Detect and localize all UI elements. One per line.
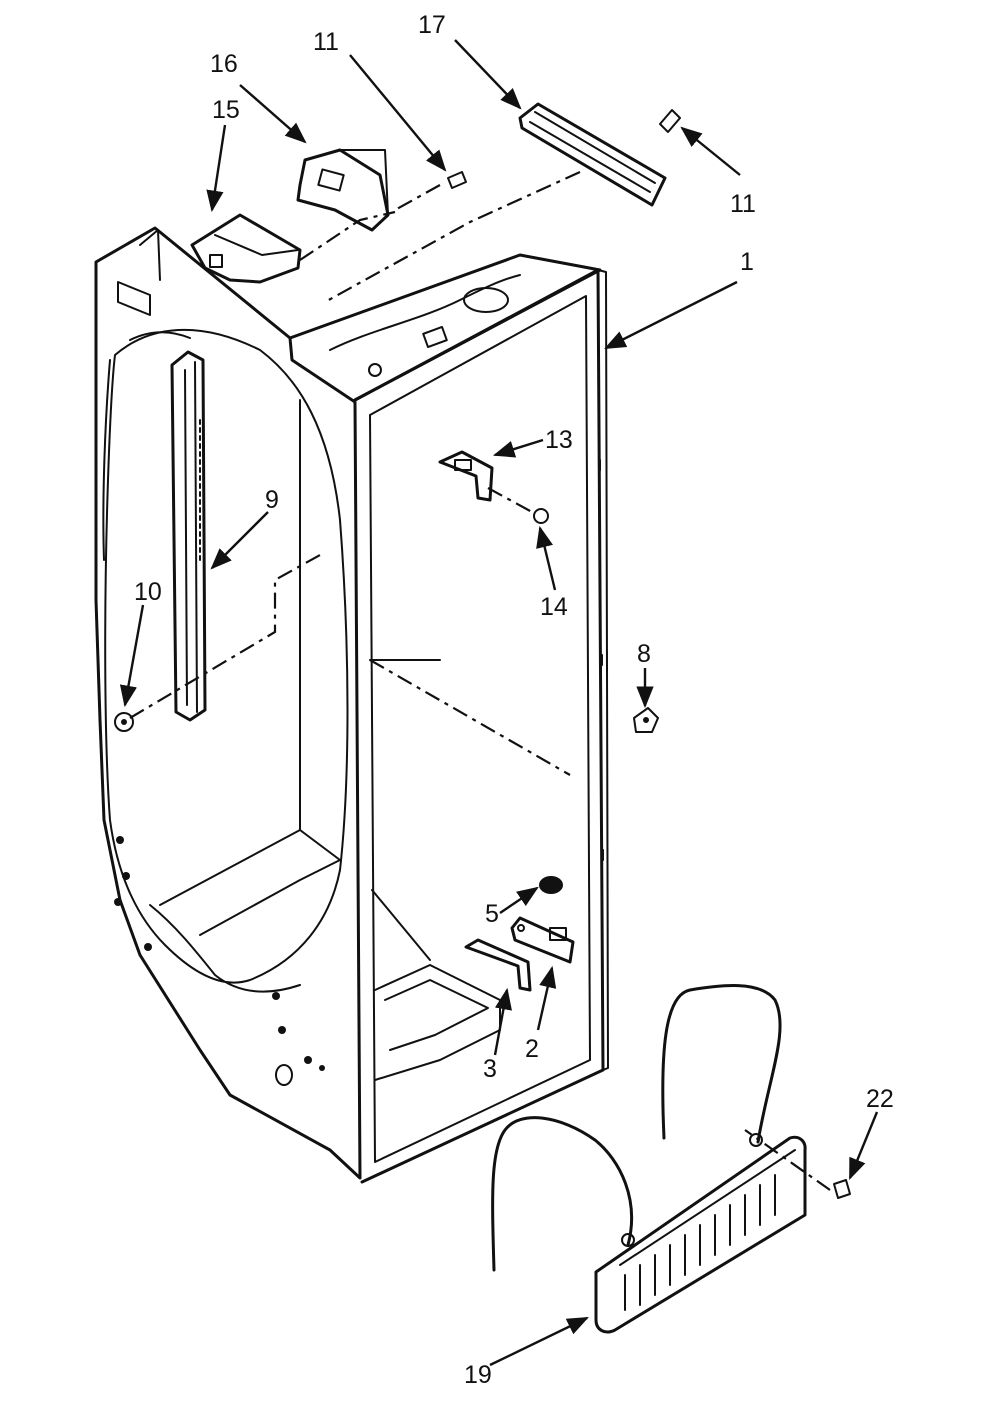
cabinet-liner bbox=[94, 226, 609, 1184]
plug-part-5 bbox=[539, 876, 563, 894]
callout-3: 3 bbox=[483, 1055, 497, 1083]
screw-part-22 bbox=[744, 1129, 851, 1199]
bracket-part-13 bbox=[438, 450, 533, 513]
callout-14: 14 bbox=[540, 593, 568, 621]
callout-13: 13 bbox=[545, 426, 573, 454]
callout-5: 5 bbox=[485, 900, 499, 928]
callout-22: 22 bbox=[866, 1085, 894, 1113]
bracket-part-2 bbox=[510, 916, 575, 964]
clip-part-8 bbox=[633, 707, 659, 733]
callout-15: 15 bbox=[212, 96, 240, 124]
leader-lines bbox=[119, 39, 879, 1367]
callout-17: 17 bbox=[418, 11, 446, 39]
callout-11-right: 11 bbox=[730, 190, 756, 218]
top-cover-strip bbox=[324, 102, 667, 303]
callout-10: 10 bbox=[134, 578, 162, 606]
screw-part-14 bbox=[533, 508, 549, 524]
control-housing bbox=[190, 213, 302, 284]
callout-16: 16 bbox=[210, 50, 238, 78]
callout-8: 8 bbox=[637, 640, 651, 668]
callout-1: 1 bbox=[740, 248, 754, 276]
control-bracket bbox=[296, 148, 396, 261]
shelf-rail bbox=[170, 350, 207, 722]
bracket-part-3 bbox=[464, 938, 532, 992]
callout-labels: 1 2 3 5 8 9 10 11 11 13 14 15 16 17 19 2… bbox=[134, 11, 894, 1389]
screw-part-11-left bbox=[394, 171, 467, 211]
screw-part-10 bbox=[114, 554, 321, 732]
callout-2: 2 bbox=[525, 1035, 539, 1063]
callout-11-top: 11 bbox=[313, 28, 339, 56]
callout-9: 9 bbox=[265, 486, 279, 514]
access-cover-part-19 bbox=[491, 984, 807, 1334]
screw-part-11-right bbox=[659, 109, 681, 133]
callout-19: 19 bbox=[464, 1361, 492, 1389]
